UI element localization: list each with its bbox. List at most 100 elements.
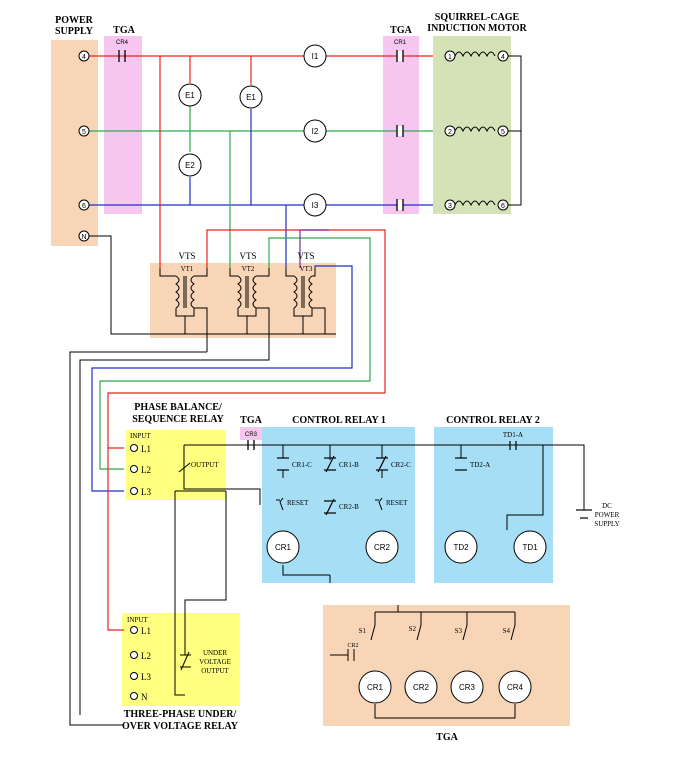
phase-relay-output-contact — [178, 445, 191, 475]
bottom-coil-cr3-label: CR3 — [459, 683, 476, 692]
voltage-relay-n: N — [141, 692, 148, 702]
motor-title-1: SQUIRREL-CAGE — [435, 12, 520, 23]
tga-bottom-wiring — [330, 605, 516, 719]
phase-relay-l1: L1 — [141, 444, 151, 454]
cr2-c-label: CR2-C — [391, 461, 411, 469]
neutral-wire — [89, 235, 336, 335]
reset-1-label: RESET — [287, 499, 309, 507]
voltage-relay-box — [122, 613, 240, 706]
vt1 — [159, 268, 208, 352]
control-contacts — [277, 441, 517, 516]
vt2-label: VT2 — [242, 265, 255, 273]
meter-e2-label: E2 — [185, 161, 195, 170]
voltage-relay-output-1: UNDER — [203, 649, 227, 657]
reset-switches — [276, 497, 383, 511]
phase-relay-input: INPUT — [130, 432, 151, 440]
motor-title-2: INDUCTION MOTOR — [427, 23, 527, 34]
cr4-label: CR4 — [116, 40, 129, 46]
phase-relay-l2: L2 — [141, 465, 151, 475]
tga-bottom-title: TGA — [436, 732, 458, 743]
bottom-coil-cr1-label: CR1 — [367, 683, 384, 692]
voltage-relay-l3: L3 — [141, 672, 151, 682]
meter-i2-label: I2 — [312, 127, 319, 136]
tga-right-box — [383, 36, 419, 214]
motor-wiring — [508, 55, 522, 206]
vt-transformers — [159, 268, 326, 352]
switch-s3: S3 — [455, 627, 463, 635]
bottom-coils — [358, 670, 532, 704]
vt1-label: VT1 — [181, 265, 194, 273]
bottom-coil-cr2 — [404, 670, 438, 704]
tga-left-title: TGA — [113, 25, 135, 36]
vt3 — [285, 268, 326, 334]
td2-a-label: TD2-A — [470, 461, 490, 469]
control-wiring — [174, 444, 585, 696]
voltage-meters — [178, 83, 263, 177]
voltage-relay-title-1: THREE-PHASE UNDER/ — [124, 709, 237, 720]
cr1-label: CR1 — [394, 40, 407, 46]
meter-i2 — [303, 119, 327, 143]
meter-i1 — [303, 44, 327, 68]
phase-relay-output: OUTPUT — [191, 461, 219, 469]
vts-label-2: VTS — [239, 251, 256, 261]
power-supply-title-2: SUPPLY — [55, 26, 94, 37]
meter-i1-label: I1 — [312, 52, 319, 61]
coil-td2-label: TD2 — [453, 543, 469, 552]
phase-relay-title-2: SEQUENCE RELAY — [132, 414, 224, 425]
phase-relay-box — [126, 430, 226, 500]
dc-supply-symbol — [576, 509, 592, 519]
motor-terminals — [444, 50, 509, 211]
wire-red-to-vrelay — [107, 448, 124, 631]
switch-s1: S1 — [359, 627, 367, 635]
meter-e1a — [178, 83, 202, 107]
switch-s2: S2 — [409, 625, 417, 633]
coil-td2 — [444, 530, 478, 564]
tga-right-title: TGA — [390, 25, 412, 36]
vt-output-wiring — [69, 351, 270, 726]
motor-terminal-1: 1 — [448, 54, 452, 61]
wire-purple-loop — [299, 229, 329, 268]
reset-2-label: RESET — [386, 499, 408, 507]
voltage-relay-output-contact — [180, 491, 227, 671]
phase-relay-title-1: PHASE BALANCE/ — [134, 402, 222, 413]
meter-e1b-label: E1 — [246, 93, 256, 102]
voltage-relay-terminals — [130, 626, 138, 700]
meter-i3 — [303, 193, 327, 217]
terminal-5: 5 — [82, 129, 86, 136]
voltage-relay-input: INPUT — [127, 616, 148, 624]
meter-e2 — [178, 153, 202, 177]
phase-relay-terminals — [130, 444, 138, 495]
vt3-label: VT3 — [300, 265, 313, 273]
cr4-contact — [118, 50, 126, 62]
coil-cr1 — [266, 530, 300, 564]
meter-e1a-label: E1 — [185, 91, 195, 100]
tga-left-box — [104, 36, 142, 214]
wire-blue-loop — [91, 265, 353, 492]
motor-box — [433, 36, 511, 214]
coil-td1 — [513, 530, 547, 564]
dc-supply-label-3: SUPPLY — [594, 520, 619, 528]
td1-a-label: TD1-A — [503, 431, 523, 439]
vts-label-3: VTS — [297, 251, 314, 261]
bottom-coil-cr3 — [450, 670, 484, 704]
control-relay-2-title: CONTROL RELAY 2 — [446, 415, 540, 426]
motor-terminal-5: 5 — [501, 129, 505, 136]
cr3-contact — [247, 440, 255, 450]
cr1-b-label: CR1-B — [339, 461, 359, 469]
bottom-coil-cr4 — [498, 670, 532, 704]
terminal-4: 4 — [82, 54, 86, 61]
cr2-b-label: CR2-B — [339, 503, 359, 511]
motor-terminal-6: 6 — [501, 203, 505, 210]
terminal-6: 6 — [82, 203, 86, 210]
control-coils — [266, 530, 547, 564]
wire-green-loop — [99, 237, 371, 470]
coil-td1-label: TD1 — [522, 543, 538, 552]
switch-s4: S4 — [503, 627, 511, 635]
voltage-relay-l2: L2 — [141, 651, 151, 661]
meter-e1b — [239, 85, 263, 109]
cr1-c-label: CR1-C — [292, 461, 312, 469]
bottom-coil-cr2-label: CR2 — [413, 683, 430, 692]
coil-cr2 — [365, 530, 399, 564]
meter-i3-label: I3 — [312, 201, 319, 210]
